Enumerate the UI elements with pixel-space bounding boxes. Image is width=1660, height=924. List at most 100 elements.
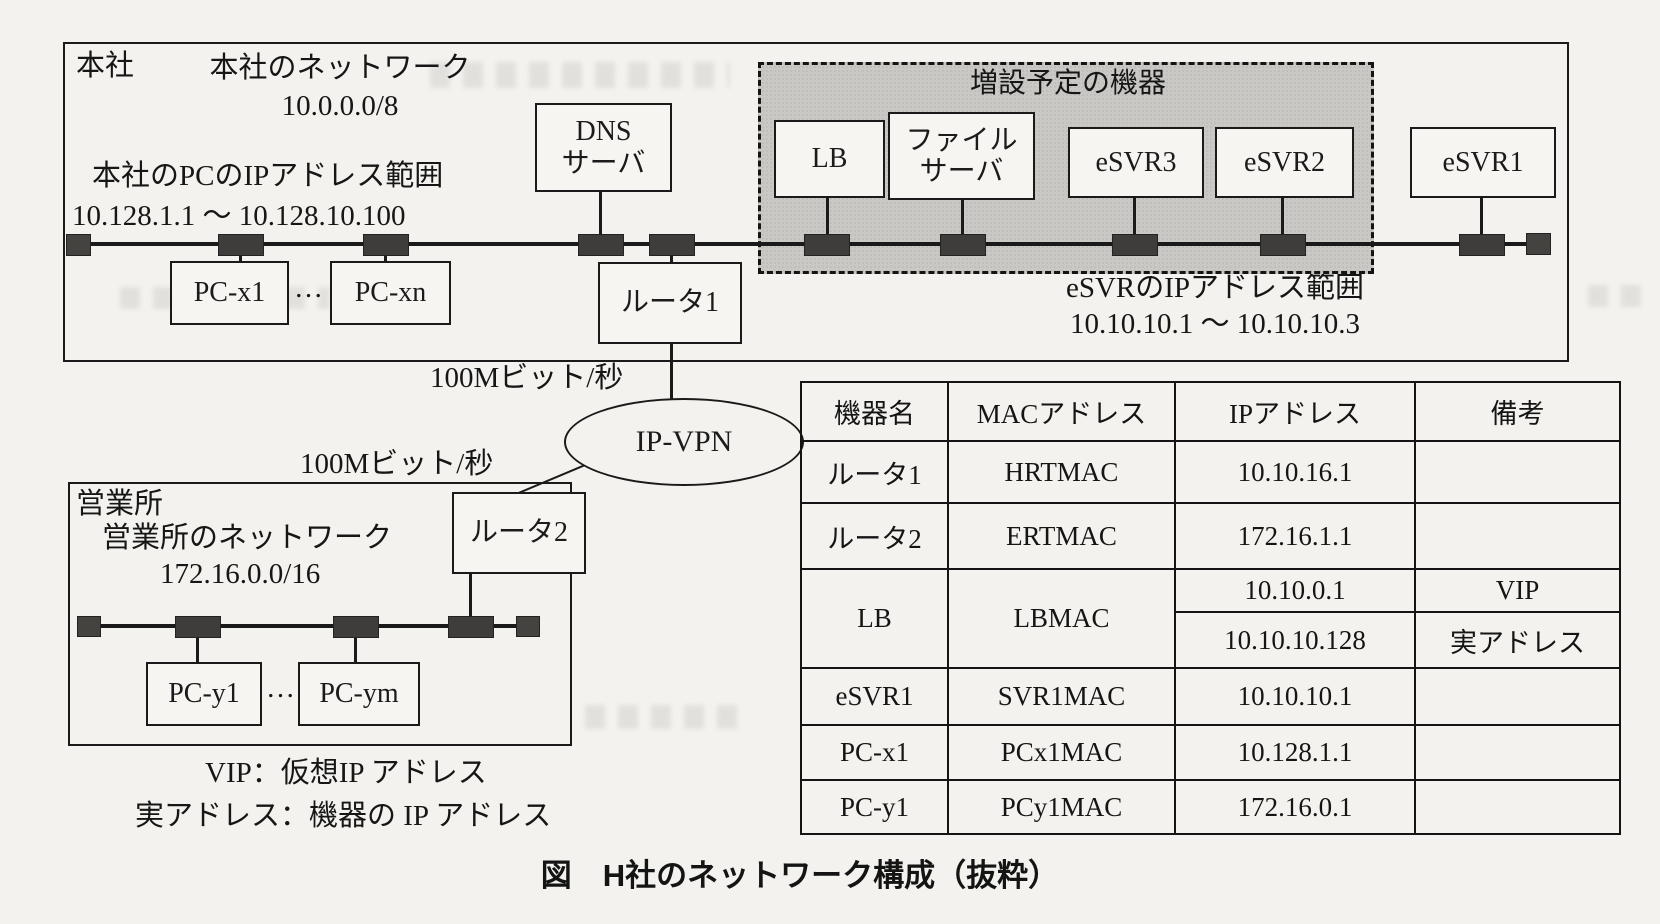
bus-tap	[1260, 234, 1306, 256]
bus-tap	[1459, 234, 1505, 256]
lb-label: LB	[811, 143, 848, 175]
table-cell-note	[1414, 440, 1621, 504]
bus-terminator-left	[66, 234, 91, 256]
bus-tap	[649, 234, 695, 256]
bus-tap	[578, 234, 624, 256]
branch-bus	[85, 624, 533, 628]
hq-network-label: 本社のネットワーク	[209, 52, 471, 84]
bus-tap	[448, 616, 494, 638]
device-address-table: 機器名 MACアドレス IPアドレス 備考 ルータ1 HRTMAC 10.10.…	[800, 381, 1621, 835]
hq-network-box	[63, 42, 1569, 362]
hq-link-speed-label: 100Mビット/秒	[430, 362, 624, 394]
bus-tap	[1112, 234, 1158, 256]
pc-ellipsis: …	[266, 672, 295, 704]
branch-network-box	[68, 482, 572, 746]
link-line	[670, 254, 673, 264]
table-cell-device: ルータ2	[800, 502, 949, 570]
pc-y1-label: PC-y1	[168, 678, 240, 710]
link-line	[599, 188, 602, 234]
table-cell-note	[1414, 724, 1621, 781]
table-cell-mac: PCy1MAC	[947, 779, 1176, 835]
router2-box: ルータ2	[452, 492, 586, 574]
table-header-note: 備考	[1414, 381, 1621, 442]
bus-tap	[804, 234, 850, 256]
table-cell-mac: HRTMAC	[947, 440, 1176, 504]
branch-network-label: 営業所のネットワーク	[102, 522, 393, 554]
table-cell-ip: 172.16.1.1	[1174, 502, 1416, 570]
link-line	[469, 570, 472, 616]
bus-tap	[175, 616, 221, 638]
table-header-mac: MACアドレス	[947, 381, 1176, 442]
dns-server-box: DNS サーバ	[535, 103, 672, 192]
table-header-device: 機器名	[800, 381, 949, 442]
bleedthrough-ghost	[1588, 285, 1654, 307]
hq-network-cidr: 10.0.0.0/8	[281, 90, 399, 122]
esvr1-box: eSVR1	[1410, 127, 1556, 198]
table-row: PC-x1 PCx1MAC 10.128.1.1	[800, 724, 1621, 781]
branch-label: 営業所	[76, 488, 164, 520]
table-row: 10.10.10.128 実アドレス	[801, 611, 1621, 669]
bus-terminator-right	[516, 616, 540, 637]
esvr-range-label: eSVRのIPアドレス範囲	[1065, 272, 1365, 304]
expansion-label: 増設予定の機器	[969, 68, 1166, 99]
router2-label: ルータ2	[469, 517, 568, 549]
bus-tap	[363, 234, 409, 256]
table-cell-ip: 10.10.10.1	[1174, 667, 1416, 726]
table-row: eSVR1 SVR1MAC 10.10.10.1	[800, 667, 1621, 726]
link-line	[196, 636, 199, 662]
table-row: ルータ2 ERTMAC 172.16.1.1	[800, 502, 1621, 570]
table-cell-ip: 10.128.1.1	[1174, 724, 1416, 781]
table-row: LB LBMAC 10.10.0.1 VIP	[800, 568, 1621, 669]
pc-xn-box: PC-xn	[330, 261, 451, 325]
esvr1-label: eSVR1	[1442, 146, 1524, 178]
link-line	[961, 196, 964, 234]
table-cell-mac: LBMAC	[947, 568, 1176, 669]
hq-pc-range-value: 10.128.1.1 ～ 10.128.10.100	[72, 200, 406, 232]
table-cell-ip: 10.10.16.1	[1174, 440, 1416, 504]
file-server-label-line2: サーバ	[919, 156, 1004, 187]
pc-y1-box: PC-y1	[146, 662, 262, 726]
esvr3-label: eSVR3	[1095, 146, 1177, 178]
file-server-label-line1: ファイル	[905, 124, 1018, 156]
table-header-ip: IPアドレス	[1174, 381, 1416, 442]
bus-terminator-right	[1526, 233, 1551, 255]
bus-terminator-left	[77, 616, 101, 637]
esvr2-box: eSVR2	[1215, 127, 1354, 198]
legend-real-address: 実アドレス：機器の IP アドレス	[135, 800, 552, 832]
link-line	[1281, 194, 1284, 234]
link-line	[354, 636, 357, 662]
bus-tap	[940, 234, 986, 256]
table-cell-note: 実アドレス	[1414, 611, 1621, 669]
table-cell-device: PC-y1	[800, 779, 949, 835]
pc-ym-box: PC-ym	[298, 662, 420, 726]
table-cell-mac: SVR1MAC	[947, 667, 1176, 726]
hq-pc-range-label: 本社のPCのIPアドレス範囲	[92, 160, 444, 192]
link-line	[1133, 194, 1136, 234]
ipvpn-label: IP-VPN	[635, 425, 733, 458]
table-cell-ip: 10.10.10.128	[1174, 611, 1416, 669]
hq-label: 本社	[76, 50, 135, 82]
legend-vip: VIP：仮想IP アドレス	[205, 757, 487, 789]
table-header-row: 機器名 MACアドレス IPアドレス 備考	[800, 381, 1621, 442]
table-cell-mac: ERTMAC	[947, 502, 1176, 570]
pc-ellipsis: …	[294, 272, 323, 304]
table-row: PC-y1 PCy1MAC 172.16.0.1	[800, 779, 1621, 835]
branch-link-speed-label: 100Mビット/秒	[300, 448, 494, 480]
dns-server-label-line2: サーバ	[561, 147, 646, 179]
pc-x1-box: PC-x1	[170, 261, 289, 325]
router1-box: ルータ1	[598, 262, 742, 344]
table-cell-mac: PCx1MAC	[947, 724, 1176, 781]
branch-network-cidr: 172.16.0.0/16	[160, 558, 321, 590]
esvr-range-value: 10.10.10.1 ～ 10.10.10.3	[1069, 308, 1360, 340]
link-line	[1480, 194, 1483, 234]
bus-tap	[333, 616, 379, 638]
dns-server-label-line1: DNS	[575, 116, 632, 148]
table-cell-note	[1414, 502, 1621, 570]
table-cell-ip: 172.16.0.1	[1174, 779, 1416, 835]
table-cell-device: ルータ1	[800, 440, 949, 504]
table-cell-device: PC-x1	[800, 724, 949, 781]
esvr3-box: eSVR3	[1068, 127, 1204, 198]
bus-tap	[218, 234, 264, 256]
table-cell-ip: 10.10.0.1	[1174, 568, 1416, 613]
